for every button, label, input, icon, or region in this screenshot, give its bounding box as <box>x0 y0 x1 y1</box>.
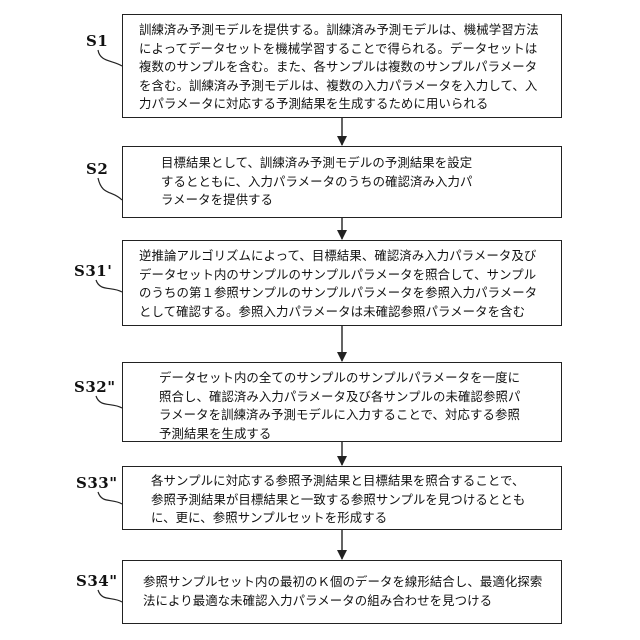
step-s33-text: 各サンプルに対応する参照予測結果と目標結果を照合することで、 参照予測結果が目標… <box>151 472 525 528</box>
step-s34-text: 参照サンプルセット内の最初のＫ個のデータを線形結合し、最適化探索 法により最適な… <box>143 573 542 610</box>
step-box-s33: 各サンプルに対応する参照予測結果と目標結果を照合することで、 参照予測結果が目標… <box>122 466 562 530</box>
step-label-s32: S32" <box>74 378 116 396</box>
step-label-s34: S34" <box>76 572 118 590</box>
step-s32-line: データセット内の全てのサンプルのサンプルパラメータを一度に <box>159 369 520 388</box>
step-label-s31: S31' <box>74 262 112 280</box>
step-s31-text: 逆推論アルゴリズムによって、目標結果、確認済み入力パラメータ及び データセット内… <box>139 247 537 321</box>
step-s32-line: ラメータを訓練済み予測モデルに入力することで、対応する参照 <box>159 406 520 425</box>
label-leader-line <box>98 50 122 66</box>
step-s1-line: 訓練済み予測モデルを提供する。訓練済み予測モデルは、機械学習方法 <box>139 21 539 40</box>
step-s31-line: 逆推論アルゴリズムによって、目標結果、確認済み入力パラメータ及び <box>139 247 537 266</box>
step-s33-line: 参照予測結果が目標結果と一致する参照サンプルを見つけるととも <box>151 491 525 510</box>
step-s31-line: として確認する。参照入力パラメータは未確認参照パラメータを含む <box>139 303 537 322</box>
label-leader-line <box>98 492 122 504</box>
step-label-s2: S2 <box>86 160 108 178</box>
label-leader-line <box>98 178 122 200</box>
step-s33-line: に、更に、参照サンプルセットを形成する <box>151 509 525 528</box>
label-leader-line <box>96 396 122 408</box>
step-s1-line: 複数のサンプルを含む。また、各サンプルは複数のサンプルパラメータ <box>139 58 539 77</box>
step-s1-text: 訓練済み予測モデルを提供する。訓練済み予測モデルは、機械学習方法 によってデータ… <box>139 21 539 114</box>
step-s34-line: 法により最適な未確認入力パラメータの組み合わせを見つける <box>143 592 542 611</box>
label-leaders <box>96 50 122 602</box>
step-s1-line: によってデータセットを機械学習することで得られる。データセットは <box>139 40 539 59</box>
step-s32-text: データセット内の全てのサンプルのサンプルパラメータを一度に 照合し、確認済み入力… <box>159 369 520 443</box>
step-s32-line: 予測結果を生成する <box>159 425 520 444</box>
step-box-s31: 逆推論アルゴリズムによって、目標結果、確認済み入力パラメータ及び データセット内… <box>122 240 562 326</box>
step-label-s1: S1 <box>86 32 108 50</box>
step-box-s32: データセット内の全てのサンプルのサンプルパラメータを一度に 照合し、確認済み入力… <box>122 362 562 442</box>
step-s2-line: 目標結果として、訓練済み予測モデルの予測結果を設定 <box>161 154 473 173</box>
step-s2-line: ラメータを提供する <box>161 191 473 210</box>
label-leader-line <box>96 280 122 292</box>
step-s33-line: 各サンプルに対応する参照予測結果と目標結果を照合することで、 <box>151 472 525 491</box>
step-box-s1: 訓練済み予測モデルを提供する。訓練済み予測モデルは、機械学習方法 によってデータ… <box>122 14 562 118</box>
step-s2-line: するとともに、入力パラメータのうちの確認済み入力パ <box>161 173 473 192</box>
step-s31-line: のうちの第１参照サンプルのサンプルパラメータを参照入力パラメータ <box>139 284 537 303</box>
step-s1-line: 力パラメータに対応する予測結果を生成するために用いられる <box>139 95 539 114</box>
step-s2-text: 目標結果として、訓練済み予測モデルの予測結果を設定 するとともに、入力パラメータ… <box>161 154 473 210</box>
step-label-s33: S33" <box>76 474 118 492</box>
step-s32-line: 照合し、確認済み入力パラメータ及び各サンプルの未確認参照パ <box>159 388 520 407</box>
step-box-s2: 目標結果として、訓練済み予測モデルの予測結果を設定 するとともに、入力パラメータ… <box>122 146 562 218</box>
step-s34-line: 参照サンプルセット内の最初のＫ個のデータを線形結合し、最適化探索 <box>143 573 542 592</box>
step-s1-line: を含む。訓練済み予測モデルは、複数の入力パラメータを入力して、入 <box>139 77 539 96</box>
label-leader-line <box>98 590 122 602</box>
step-s31-line: データセット内のサンプルのサンプルパラメータを照合して、サンプル <box>139 266 537 285</box>
step-box-s34: 参照サンプルセット内の最初のＫ個のデータを線形結合し、最適化探索 法により最適な… <box>122 560 562 624</box>
